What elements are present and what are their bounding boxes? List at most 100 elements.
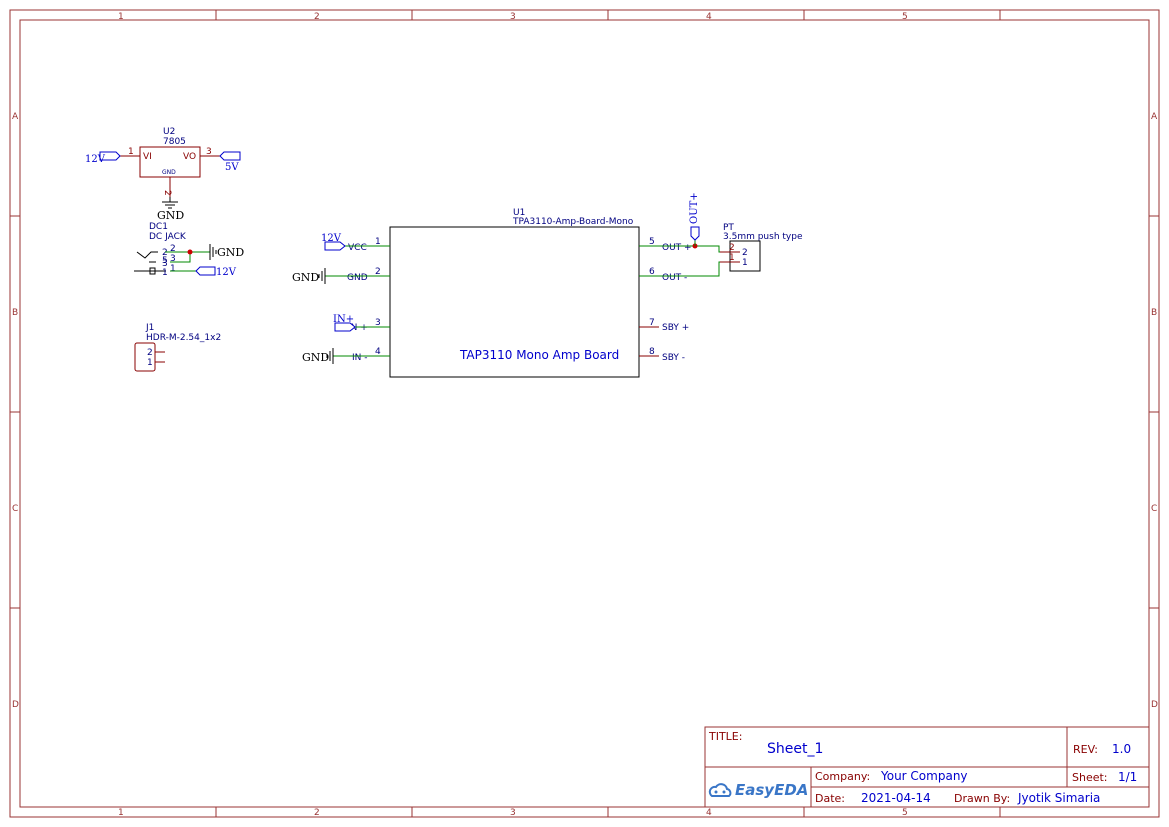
svg-text:3: 3 [162,259,168,269]
date-value: 2021-04-14 [861,791,931,805]
row-label-right: C [1151,504,1157,514]
u1-body-text: TAP3110 Mono Amp Board [459,348,619,362]
u1-designator: U1 [513,208,525,218]
row-label-right: B [1151,308,1157,318]
svg-text:2: 2 [170,244,176,254]
pt-body [729,240,761,272]
j1-header[interactable]: J1 HDR-M-2.54_1x2 2 1 [134,323,221,372]
u2-pin-vo: VO [183,152,196,162]
svg-text:6: 6 [649,267,655,277]
svg-text:OUT+: OUT+ [689,192,700,224]
svg-text:IN+: IN+ [333,314,354,325]
company-value: Your Company [880,769,968,783]
rev-label: REV: [1073,743,1098,756]
wire-dc1-pin3 [170,252,191,263]
dc1-designator: DC1 [149,222,168,232]
dc1-jack[interactable]: DC1 DC JACK 2 2 5 3 3 1 1 [134,222,187,278]
sheet-value: 1/1 [1118,770,1137,784]
svg-text:1: 1 [742,258,748,268]
u2-pin1-num: 1 [128,147,134,157]
date-label: Date: [815,792,845,805]
u1-amp-board[interactable]: U1 TPA3110-Amp-Board-Mono TAP3110 Mono A… [347,208,692,378]
svg-text:12V: 12V [85,154,106,165]
svg-text:2: 2 [375,267,381,277]
u2-regulator[interactable]: U2 7805 VI VO GND 1 3 2 [120,127,220,197]
svg-text:2: 2 [162,248,168,258]
j1-designator: J1 [145,323,154,333]
svg-text:2: 2 [147,348,153,358]
svg-text:1: 1 [170,264,176,274]
row-label-left: B [12,308,18,318]
pt-value: 3.5mm push type [723,232,803,242]
frame-zone-ticks [10,10,1159,817]
u1-body [389,226,640,378]
net-flag-12v-dc1: 12V [195,266,237,278]
gnd-symbol-u1-pin2: GND [292,268,326,284]
col-label-bottom: 1 [118,808,124,818]
svg-text:3: 3 [375,318,381,328]
row-label-right: A [1151,112,1158,122]
svg-text:GND: GND [292,271,319,284]
frame-row-labels: A B C D A B C D [12,112,1158,710]
j1-value: HDR-M-2.54_1x2 [146,333,221,343]
row-label-right: D [1151,700,1158,710]
easyeda-logo: EasyEDA [708,781,808,799]
svg-text:GND: GND [217,246,244,259]
net-flag-in-plus: IN+ [333,314,356,332]
svg-text:OUT -: OUT - [662,273,687,283]
svg-text:GND: GND [347,273,368,283]
dc1-value: DC JACK [149,232,187,242]
net-flag-out-plus: OUT+ [689,192,700,241]
junction-dot [187,249,193,255]
company-label: Company: [815,770,870,783]
title-block: TITLE: Sheet_1 REV: 1.0 Company: Your Co… [704,726,1150,808]
svg-text:IN +: IN + [348,323,368,333]
col-label-top: 1 [118,12,124,22]
svg-text:5: 5 [162,256,168,266]
svg-text:12V: 12V [216,267,237,278]
svg-text:2: 2 [742,248,748,258]
col-label-bottom: 2 [314,808,320,818]
col-label-top: 2 [314,12,320,22]
title-label: TITLE: [708,730,742,743]
svg-text:1: 1 [147,358,153,368]
col-label-top: 4 [706,12,712,22]
u2-pin2-num: 2 [162,190,172,196]
gnd-symbol-dc1: GND [209,244,244,260]
u2-pin-gnd: GND [162,169,176,176]
col-label-bottom: 3 [510,808,516,818]
row-label-left: A [12,112,19,122]
outer-frame [9,9,1160,818]
gnd-symbol-u2: GND [157,197,184,222]
col-label-bottom: 4 [706,808,712,818]
u2-value: 7805 [163,137,186,147]
drawn-by-label: Drawn By: [954,792,1010,805]
svg-text:5V: 5V [225,162,239,173]
svg-text:SBY +: SBY + [662,323,689,333]
svg-text:3: 3 [170,254,176,264]
svg-text:4: 4 [375,347,381,357]
j1-body [134,342,156,372]
u2-pin3-num: 3 [206,147,212,157]
sheet-title: Sheet_1 [767,741,823,757]
svg-text:OUT +: OUT + [662,243,692,253]
svg-text:12V: 12V [321,233,342,244]
pt-designator: PT [723,223,734,233]
inner-frame [19,19,1150,808]
row-label-left: C [12,504,18,514]
pt-audio-jack[interactable]: PT 3.5mm push type 2 1 2 1 [720,223,803,272]
u1-value: TPA3110-Amp-Board-Mono [512,217,634,227]
svg-text:1: 1 [375,237,381,247]
svg-text:1: 1 [729,253,735,263]
logo-text: EasyEDA [735,781,808,799]
svg-text:5: 5 [649,237,655,247]
col-label-top: 5 [902,12,908,22]
svg-text:GND: GND [302,351,329,364]
net-flag-12v-u1: 12V [321,233,346,251]
cloud-icon [708,783,732,797]
col-label-top: 3 [510,12,516,22]
net-flag-5v: 5V [219,151,241,173]
row-label-left: D [12,700,19,710]
rev-value: 1.0 [1112,742,1131,756]
svg-text:IN -: IN - [352,353,368,363]
